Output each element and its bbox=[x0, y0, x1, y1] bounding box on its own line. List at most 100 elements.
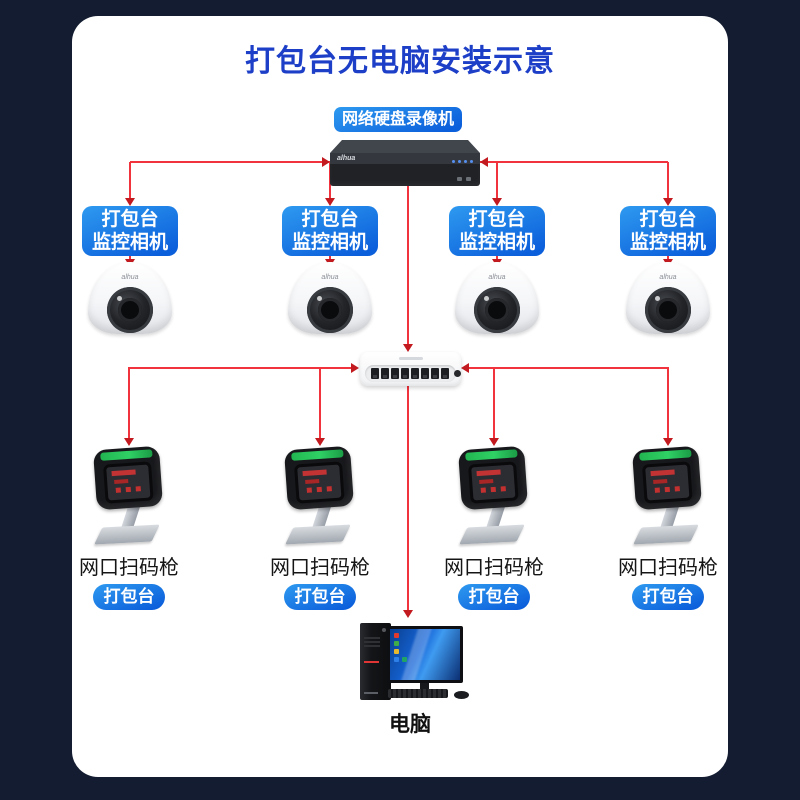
connector-line bbox=[667, 256, 669, 261]
camera-dome: alhua bbox=[455, 262, 539, 334]
dome-camera: alhua bbox=[285, 260, 375, 338]
connector-line bbox=[129, 367, 354, 369]
wallpaper-light-beam bbox=[398, 629, 433, 680]
camera-brand-text: alhua bbox=[121, 274, 139, 281]
monitor bbox=[387, 626, 463, 683]
camera-label-line2: 监控相机 bbox=[458, 232, 535, 253]
scanner-stand-base bbox=[94, 524, 160, 545]
nvr-label-badge: 网络硬盘录像机 bbox=[334, 107, 462, 132]
scanner-green-stripe bbox=[465, 449, 518, 461]
arrow-down bbox=[663, 198, 673, 206]
camera-label-box: 打包台 监控相机 bbox=[82, 206, 178, 256]
monitor-neck bbox=[420, 683, 429, 691]
barcode-scanner bbox=[282, 445, 358, 550]
camera-label-line2: 监控相机 bbox=[91, 232, 168, 253]
keyboard bbox=[388, 689, 448, 698]
connector-line bbox=[129, 256, 131, 261]
camera-label-line1: 打包台 bbox=[301, 209, 359, 230]
nvr-front-buttons bbox=[457, 177, 471, 181]
connector-line bbox=[319, 367, 321, 439]
camera-brand-text: alhua bbox=[488, 274, 506, 281]
connector-line bbox=[407, 386, 409, 612]
camera-dome: alhua bbox=[88, 262, 172, 334]
arrow-down bbox=[325, 198, 335, 206]
scanner-label: 网口扫码枪 bbox=[618, 557, 718, 579]
scanner-window bbox=[642, 461, 693, 504]
arrow-down bbox=[125, 198, 135, 206]
scanner-window bbox=[294, 461, 345, 504]
scanner-window bbox=[468, 461, 519, 504]
scanner-green-stripe bbox=[291, 449, 344, 461]
packing-station-badge: 打包台 bbox=[93, 584, 165, 610]
scanner-label: 网口扫码枪 bbox=[270, 557, 370, 579]
desktop-icon bbox=[394, 649, 399, 654]
barcode-scanner bbox=[91, 445, 167, 550]
tower-red-accent bbox=[364, 661, 379, 663]
connector-line bbox=[667, 162, 669, 204]
dome-camera: alhua bbox=[623, 260, 713, 338]
monitor-screen bbox=[390, 629, 460, 680]
desktop-icon bbox=[394, 657, 399, 662]
desktop-icon bbox=[394, 641, 399, 646]
connector-line bbox=[329, 256, 331, 261]
camera-label-line1: 打包台 bbox=[468, 209, 526, 230]
connector-line bbox=[467, 367, 668, 369]
scanner-head bbox=[457, 445, 529, 511]
camera-dome: alhua bbox=[288, 262, 372, 334]
connector-line bbox=[496, 162, 498, 204]
mouse bbox=[454, 691, 469, 699]
nvr-status-leds bbox=[449, 150, 473, 168]
camera-label-box: 打包台 监控相机 bbox=[282, 206, 378, 256]
ethernet-port bbox=[431, 368, 439, 379]
camera-lens bbox=[474, 287, 520, 333]
connector-line bbox=[496, 256, 498, 261]
scanner-label: 网口扫码枪 bbox=[444, 557, 544, 579]
arrow-down bbox=[124, 438, 134, 446]
arrow-into-switch-right bbox=[461, 363, 469, 373]
nvr-front-panel: alhua bbox=[330, 153, 480, 186]
scanner-green-stripe bbox=[100, 449, 153, 461]
packing-station-badge: 打包台 bbox=[284, 584, 356, 610]
barcode-scanner bbox=[630, 445, 706, 550]
camera-label-box: 打包台 监控相机 bbox=[620, 206, 716, 256]
camera-label-box: 打包台 监控相机 bbox=[449, 206, 545, 256]
pc-tower bbox=[360, 623, 391, 700]
camera-label-line1: 打包台 bbox=[639, 209, 697, 230]
nvr-front-strip: alhua bbox=[330, 153, 480, 164]
scanner-window bbox=[103, 461, 154, 504]
arrow-into-switch-left bbox=[351, 363, 359, 373]
computer bbox=[358, 620, 470, 704]
power-port bbox=[454, 370, 461, 377]
switch-port-row bbox=[365, 365, 461, 382]
camera-label-line2: 监控相机 bbox=[629, 232, 706, 253]
arrow-into-switch-top bbox=[403, 344, 413, 352]
packing-station-badge: 打包台 bbox=[458, 584, 530, 610]
camera-dome: alhua bbox=[626, 262, 710, 334]
arrow-down bbox=[492, 198, 502, 206]
power-button bbox=[382, 628, 386, 632]
ethernet-port bbox=[421, 368, 429, 379]
scanner-head bbox=[283, 445, 355, 511]
ethernet-port bbox=[371, 368, 379, 379]
scanner-label: 网口扫码枪 bbox=[79, 557, 179, 579]
connector-line bbox=[493, 367, 495, 439]
connector-line bbox=[129, 162, 131, 204]
arrow-into-computer bbox=[403, 610, 413, 618]
connector-line bbox=[667, 367, 669, 439]
switch-brand-mark bbox=[398, 357, 423, 360]
camera-label-line2: 监控相机 bbox=[291, 232, 368, 253]
page-title: 打包台无电脑安装示意 bbox=[245, 45, 555, 78]
dahua-logo: alhua bbox=[337, 155, 356, 162]
connector-line bbox=[407, 186, 409, 344]
camera-brand-text: alhua bbox=[659, 274, 677, 281]
nvr-top-face bbox=[330, 140, 480, 153]
dome-camera: alhua bbox=[452, 260, 542, 338]
camera-label-line1: 打包台 bbox=[101, 209, 159, 230]
scanner-stand-base bbox=[285, 524, 351, 545]
network-switch bbox=[360, 352, 461, 386]
ethernet-port bbox=[411, 368, 419, 379]
scanner-head bbox=[631, 445, 703, 511]
barcode-scanner bbox=[456, 445, 532, 550]
tower-vents bbox=[364, 637, 380, 639]
arrow-into-nvr-left bbox=[322, 157, 330, 167]
